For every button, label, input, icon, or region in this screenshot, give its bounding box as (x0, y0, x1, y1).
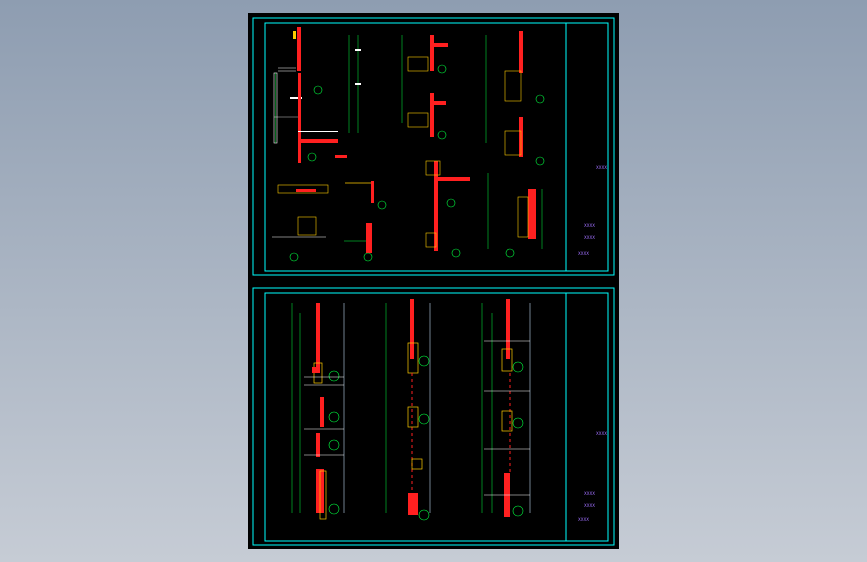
sheet-1-outer-frame (252, 17, 615, 276)
detail-callout (418, 509, 430, 521)
detail-callout (363, 252, 373, 262)
detail-1 (273, 27, 347, 163)
elevation-column-a (291, 303, 345, 520)
window-outline (319, 470, 327, 520)
tick (355, 83, 361, 85)
section-outline (345, 182, 373, 191)
wall-section (298, 73, 301, 163)
window-outline (407, 342, 419, 374)
detail-callout (451, 248, 461, 258)
wall-section (430, 35, 434, 71)
window-outline (504, 70, 522, 102)
detail-callout (437, 130, 447, 140)
window-outline (425, 232, 437, 248)
detail-4 (485, 31, 545, 166)
detail-callout (535, 156, 545, 166)
section-mark (335, 155, 347, 158)
window-outline (407, 406, 419, 428)
sheet-1-title-line-2: XXXX (584, 235, 595, 240)
section-outline (277, 184, 329, 194)
slab-band (290, 97, 302, 99)
sheet-1-title-line-3: XXXX (578, 251, 589, 256)
detail-callout (418, 413, 430, 425)
detail-callout (328, 439, 340, 451)
detail-callout (377, 200, 387, 210)
detail-callout (418, 355, 430, 367)
window-outline (501, 410, 513, 432)
sheet-1-title-line-1: XXXX (584, 223, 595, 228)
slab-section (296, 189, 316, 192)
detail-callout (535, 94, 545, 104)
section-outline (517, 196, 529, 238)
wall-section (430, 93, 434, 137)
wall-section (316, 303, 320, 373)
wall-section (320, 397, 324, 427)
detail-callout (512, 417, 524, 429)
sheet-2-title-line-3: XXXX (578, 517, 589, 522)
parapet (293, 31, 296, 39)
section-outline (297, 216, 317, 236)
wall-section (410, 299, 414, 359)
detail-8 (505, 189, 543, 258)
window-outline (501, 348, 513, 372)
beam-section (298, 139, 338, 143)
sheet-2-inner-frame (264, 292, 609, 542)
sheet-2: XXXX XXXX XXXX XXXX (252, 287, 615, 546)
wall-section (519, 31, 523, 73)
sheet-1-inner-frame (264, 22, 609, 272)
detail-3 (401, 35, 448, 140)
window-outline (504, 130, 522, 156)
beam-line (298, 131, 338, 132)
elevation-column-c (481, 299, 531, 517)
wall-section (366, 223, 372, 253)
lintel (312, 367, 316, 373)
window-outline (407, 112, 429, 128)
detail-callout (505, 248, 515, 258)
wall-section (434, 161, 438, 251)
sheet-1-title-label: XXXX (596, 165, 607, 170)
drawing-canvas[interactable]: XXXX XXXX XXXX XXXX (248, 13, 619, 549)
wall-section (297, 27, 301, 71)
wall-section (371, 181, 374, 203)
detail-callout (328, 370, 340, 382)
cad-drawing: XXXX XXXX XXXX XXXX (252, 17, 615, 546)
window-outline (411, 458, 423, 470)
sheet-1: XXXX XXXX XXXX XXXX (252, 17, 615, 276)
sheet-2-title-block: XXXX XXXX XXXX XXXX (578, 431, 607, 522)
detail-7 (425, 160, 489, 258)
detail-callout (307, 152, 317, 162)
detail-callout (328, 411, 340, 423)
detail-callout (313, 85, 323, 95)
window-outline (425, 160, 441, 176)
detail-callout (289, 252, 299, 262)
detail-2 (348, 35, 361, 133)
window-outline (407, 56, 429, 72)
detail-6 (344, 181, 387, 262)
elevation-column-b (385, 299, 431, 521)
sheet-2-title-label: XXXX (596, 431, 607, 436)
sheet-2-title-line-2: XXXX (584, 503, 595, 508)
detail-callout (437, 64, 447, 74)
slab-section (434, 177, 470, 181)
wall-section (408, 493, 418, 515)
detail-callout (446, 198, 456, 208)
wall-section (316, 433, 320, 457)
detail-callout (328, 503, 340, 515)
wall-section (506, 299, 510, 359)
detail-5 (272, 184, 329, 262)
sheet-2-title-line-1: XXXX (584, 491, 595, 496)
sheet-2-outer-frame (252, 287, 615, 546)
slab-section (434, 43, 448, 47)
detail-callout (512, 505, 524, 517)
tick (355, 49, 361, 51)
sheet-1-title-block: XXXX XXXX XXXX XXXX (578, 165, 607, 256)
slab-section (434, 101, 446, 105)
wall-section (528, 189, 536, 239)
detail-callout (512, 361, 524, 373)
